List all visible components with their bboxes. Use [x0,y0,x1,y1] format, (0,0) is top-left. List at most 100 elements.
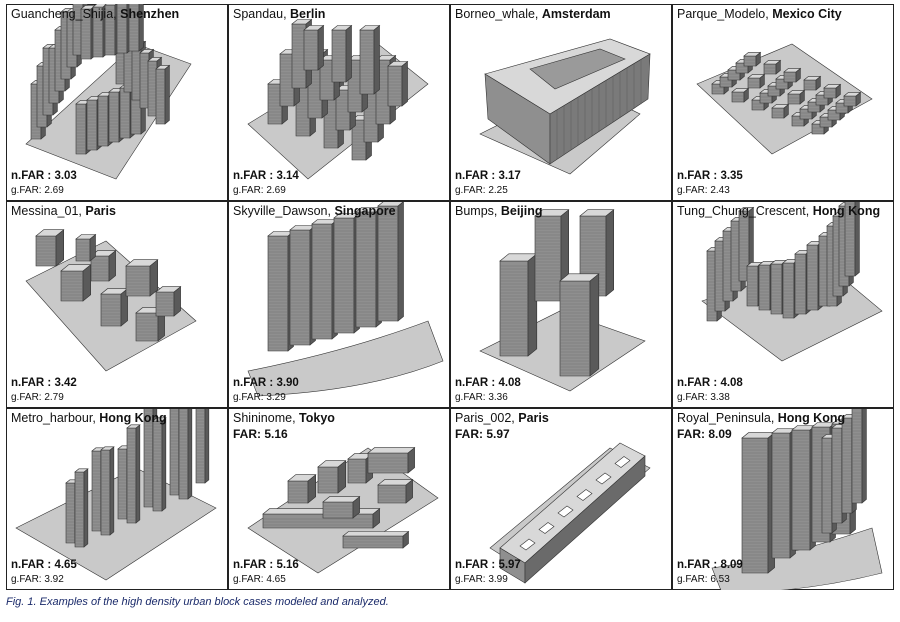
block-model-long-bar [489,442,651,584]
building-roof [771,104,790,109]
building-roof [534,209,570,217]
floor-lines [842,422,852,511]
building-roof [262,508,381,515]
building-front-face [333,217,355,334]
case-nfar: n.FAR : 4.08 [455,377,521,389]
case-city: Beijing [500,204,543,218]
case-title: Shininome, Tokyo [233,411,335,425]
building-side-face [345,24,352,83]
case-city: Hong Kong [812,204,881,218]
case-city: Paris [518,411,549,425]
building-front-face [119,87,131,139]
floor-lines [109,96,119,140]
case-gfar: g.FAR: 4.65 [233,574,286,585]
building-front-face [821,437,833,534]
case-city: Hong Kong [777,411,846,425]
building-front-face [831,427,843,524]
floor-lines [323,505,353,516]
building-roof [155,286,182,293]
courtyard-void [519,538,536,551]
floor-lines [795,256,806,312]
case-name: Bumps [455,204,494,218]
title-separator: , [283,7,291,21]
building-roof [731,88,750,93]
floor-lines [148,64,157,114]
building-side-face [317,24,324,71]
building-roof [843,92,862,97]
case-name: Tung_Chung_Crescent [677,204,806,218]
title-separator: , [805,204,813,218]
building-front-face [499,260,529,357]
floor-lines [739,214,749,279]
block-model-slender-towers [15,408,217,581]
floor-lines [759,267,770,308]
floor-lines [66,485,75,541]
building-front-face [783,71,797,83]
floor-lines [744,59,756,64]
floor-lines [812,127,824,132]
case-nfar: n.FAR : 3.35 [677,170,743,182]
building-roof [100,446,115,451]
title-separator: , [511,411,519,425]
building-roof [738,207,755,212]
floor-lines [179,408,188,497]
building-side-face [524,455,646,584]
building-front-face [747,77,761,89]
floor-lines [378,209,398,319]
case-gfar: g.FAR: 2.69 [11,185,64,196]
building-front-face [97,95,109,147]
building-front-face [116,4,128,54]
floor-lines [312,227,332,337]
case-nfar: n.FAR : 4.65 [11,559,77,571]
title-separator: , [534,7,542,21]
case-city: Amsterdam [541,7,611,21]
building-front-face [843,95,857,107]
floor-lines [822,442,832,531]
building-side-face [204,408,210,484]
case-gfar: g.FAR: 3.29 [233,392,286,403]
building-side-face [187,408,193,500]
building-roof [139,49,155,54]
floor-lines [290,233,310,343]
building-side-face [605,209,614,297]
courtyard [529,48,626,90]
case-city: Paris [85,204,116,218]
building-side-face [109,446,115,536]
floor-lines [844,99,856,104]
case-nfar: n.FAR : 5.16 [233,559,299,571]
floor-lines [824,91,836,96]
building-front-face [771,432,791,559]
floor-lines [101,298,121,324]
building-front-face [731,91,745,103]
building-front-face [787,93,801,105]
building-front-face [289,229,311,346]
grid-divider [6,200,894,202]
building-roof [579,209,615,217]
ground-plane [247,320,444,397]
building-front-face [126,427,137,524]
case-name: Royal_Peninsula [677,411,771,425]
block-model-tower-wall [247,201,444,397]
building-front-face [770,263,783,315]
building-front-face [108,91,120,143]
building-front-face [763,63,777,75]
floor-lines [748,81,760,86]
case-title: Parque_Modelo, Mexico City [677,7,842,21]
building-front-face [844,201,856,277]
building-roof [743,52,762,57]
building-front-face [100,449,111,536]
floor-lines [772,437,790,556]
building-front-face [267,235,289,352]
floor-lines [343,538,403,546]
case-gfar: g.FAR: 2.25 [455,185,508,196]
case-far: FAR: 5.97 [455,427,510,441]
building-roof [287,474,317,482]
floor-lines [768,89,780,94]
case-title: Tung_Chung_Crescent, Hong Kong [677,204,880,218]
building-roof [747,74,766,79]
